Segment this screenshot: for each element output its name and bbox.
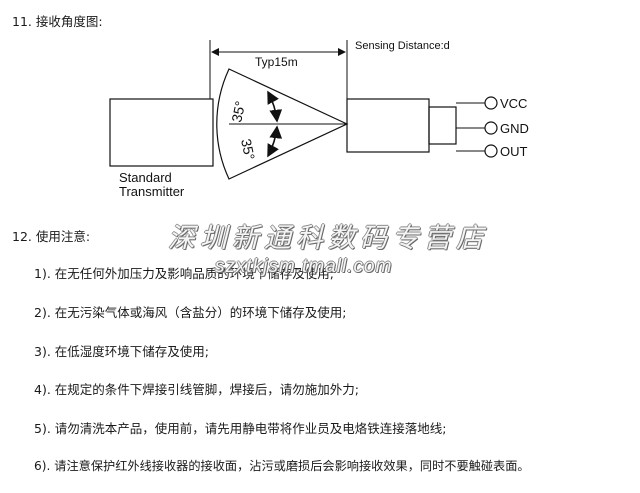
note-item-5: 5). 请勿清洗本产品，使用前，请先用静电带将作业员及电烙铁连接落地线; (34, 421, 447, 436)
transmitter-label-line2: Transmitter (119, 184, 185, 199)
pin-vcc-terminal (484, 96, 498, 110)
note-item-4: 4). 在规定的条件下焊接引线管脚，焊接后，请勿施加外力; (34, 382, 359, 397)
section-12-heading: 12. 使用注意: (12, 229, 91, 244)
pin-gnd-terminal (484, 121, 498, 135)
note-item-3: 3). 在低湿度环境下储存及使用; (34, 344, 209, 359)
note-item-6: 6). 请注意保护红外线接收器的接收面，沾污或磨损后会影响接收效果，同时不要触碰… (34, 459, 530, 473)
receiver-lead-block (428, 106, 457, 145)
typ-label: Typ15m (255, 55, 298, 69)
note-item-1: 1). 在无任何外加压力及影响品质的环境下储存及使用; (34, 266, 334, 281)
angle-upper-label: 35° (228, 100, 248, 124)
shop-watermark: 深圳新通科数码专营店 (168, 223, 488, 254)
sensing-distance-label: Sensing Distance:d (355, 40, 450, 52)
note-item-2: 2). 在无污染气体或海风（含盐分）的环境下储存及使用; (34, 305, 347, 320)
transmitter-label-line1: Standard (119, 170, 172, 185)
angle-arc-lower (267, 125, 283, 158)
reception-angle-diagram: Typ15m Sensing Distance:d 35° 35° Standa… (109, 40, 529, 199)
pin-gnd-label: GND (500, 121, 529, 136)
angle-lower-label: 35° (238, 137, 258, 161)
angle-arc-upper (267, 90, 283, 123)
transmitter-box (109, 98, 214, 167)
pin-out-label: OUT (500, 144, 528, 159)
section-11-heading: 11. 接收角度图: (12, 14, 103, 29)
reception-sector (216, 68, 349, 180)
shop-url-watermark: szxtkjsm.tmall.com (215, 256, 393, 277)
receiver-box (346, 98, 430, 153)
pin-vcc-label: VCC (500, 96, 527, 111)
pin-out-terminal (484, 144, 498, 158)
